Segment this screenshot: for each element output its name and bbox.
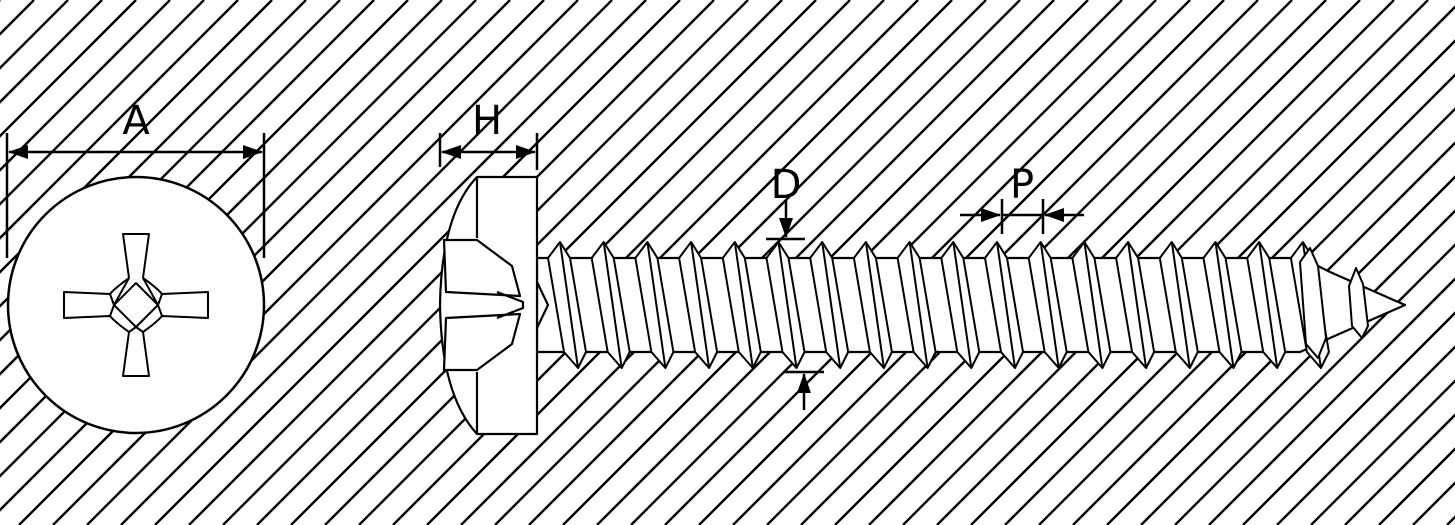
thread-crest-edge <box>602 241 623 369</box>
thread-crest-edge <box>1214 241 1235 369</box>
thread-crest-edge <box>690 241 711 369</box>
dimension-a <box>5 133 266 258</box>
label-h: H <box>472 98 502 144</box>
label-d: D <box>771 162 802 208</box>
thread-crest-edge <box>646 241 667 369</box>
label-a: A <box>122 98 150 144</box>
thread-crest-edge <box>777 241 798 369</box>
thread-crest-edge <box>1258 241 1279 369</box>
thread-profile <box>547 241 1330 369</box>
thread-crest-edge <box>821 241 842 369</box>
phillips-recess-icon <box>63 233 209 377</box>
dimension-d <box>766 200 824 410</box>
thread-crest-edge <box>1170 241 1191 369</box>
head-top-view <box>6 175 266 435</box>
dimension-h <box>438 133 539 170</box>
thread-crest-edge <box>559 241 579 369</box>
thread-crest-edge <box>1083 241 1104 369</box>
screw-side-view <box>438 175 1407 436</box>
screw-tip <box>1299 247 1369 359</box>
label-p: P <box>1010 162 1034 208</box>
pan-head-side <box>438 175 550 436</box>
thread-crest-edge <box>1127 241 1148 369</box>
thread-crest-edge <box>996 241 1016 369</box>
thread-crest-edge <box>1039 241 1060 369</box>
thread-crest-edge <box>908 241 929 369</box>
dimension-p <box>960 199 1084 234</box>
thread-crest-edge <box>952 241 973 369</box>
thread-crest-edge <box>733 241 754 369</box>
thread-crest-edge <box>864 241 885 369</box>
